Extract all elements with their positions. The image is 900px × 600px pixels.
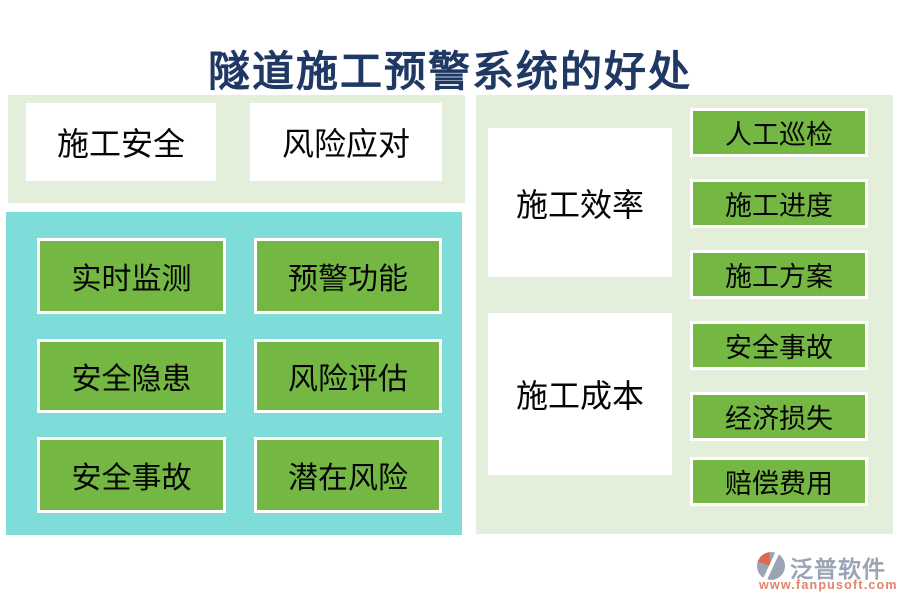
- node-risk-assessment: 风险评估: [254, 339, 442, 413]
- header-box-construction-safety: 施工安全: [26, 103, 216, 181]
- node-construction-progress: 施工进度: [690, 179, 868, 228]
- left-header-panel: 施工安全 风险应对: [8, 95, 465, 203]
- page-title: 隧道施工预警系统的好处: [207, 50, 692, 96]
- node-warning-function: 预警功能: [254, 238, 442, 314]
- node-economic-loss: 经济损失: [690, 392, 868, 441]
- node-safety-hazard: 安全隐患: [37, 339, 226, 413]
- node-compensation-cost: 赔偿费用: [690, 457, 868, 506]
- header-box-risk-response: 风险应对: [250, 103, 442, 181]
- brand-name: 泛普软件: [790, 557, 886, 582]
- node-safety-accident-cost: 安全事故: [690, 321, 868, 370]
- node-real-time-monitoring: 实时监测: [37, 238, 226, 314]
- node-safety-accident: 安全事故: [37, 437, 226, 513]
- node-manual-inspection: 人工巡检: [690, 108, 868, 157]
- brand-url: www.fanpusoft.com: [759, 578, 898, 592]
- node-potential-risk: 潜在风险: [254, 437, 442, 513]
- left-teal-panel: 实时监测 预警功能 安全隐患 风险评估 安全事故 潜在风险: [6, 212, 462, 535]
- node-construction-plan: 施工方案: [690, 250, 868, 299]
- label-construction-efficiency: 施工效率: [488, 128, 672, 277]
- fanpu-logo-icon: [757, 552, 785, 580]
- right-panel: 施工效率 人工巡检 施工进度 施工方案 施工成本 安全事故 经济损失 赔偿费用: [476, 95, 893, 534]
- label-construction-cost: 施工成本: [488, 313, 672, 475]
